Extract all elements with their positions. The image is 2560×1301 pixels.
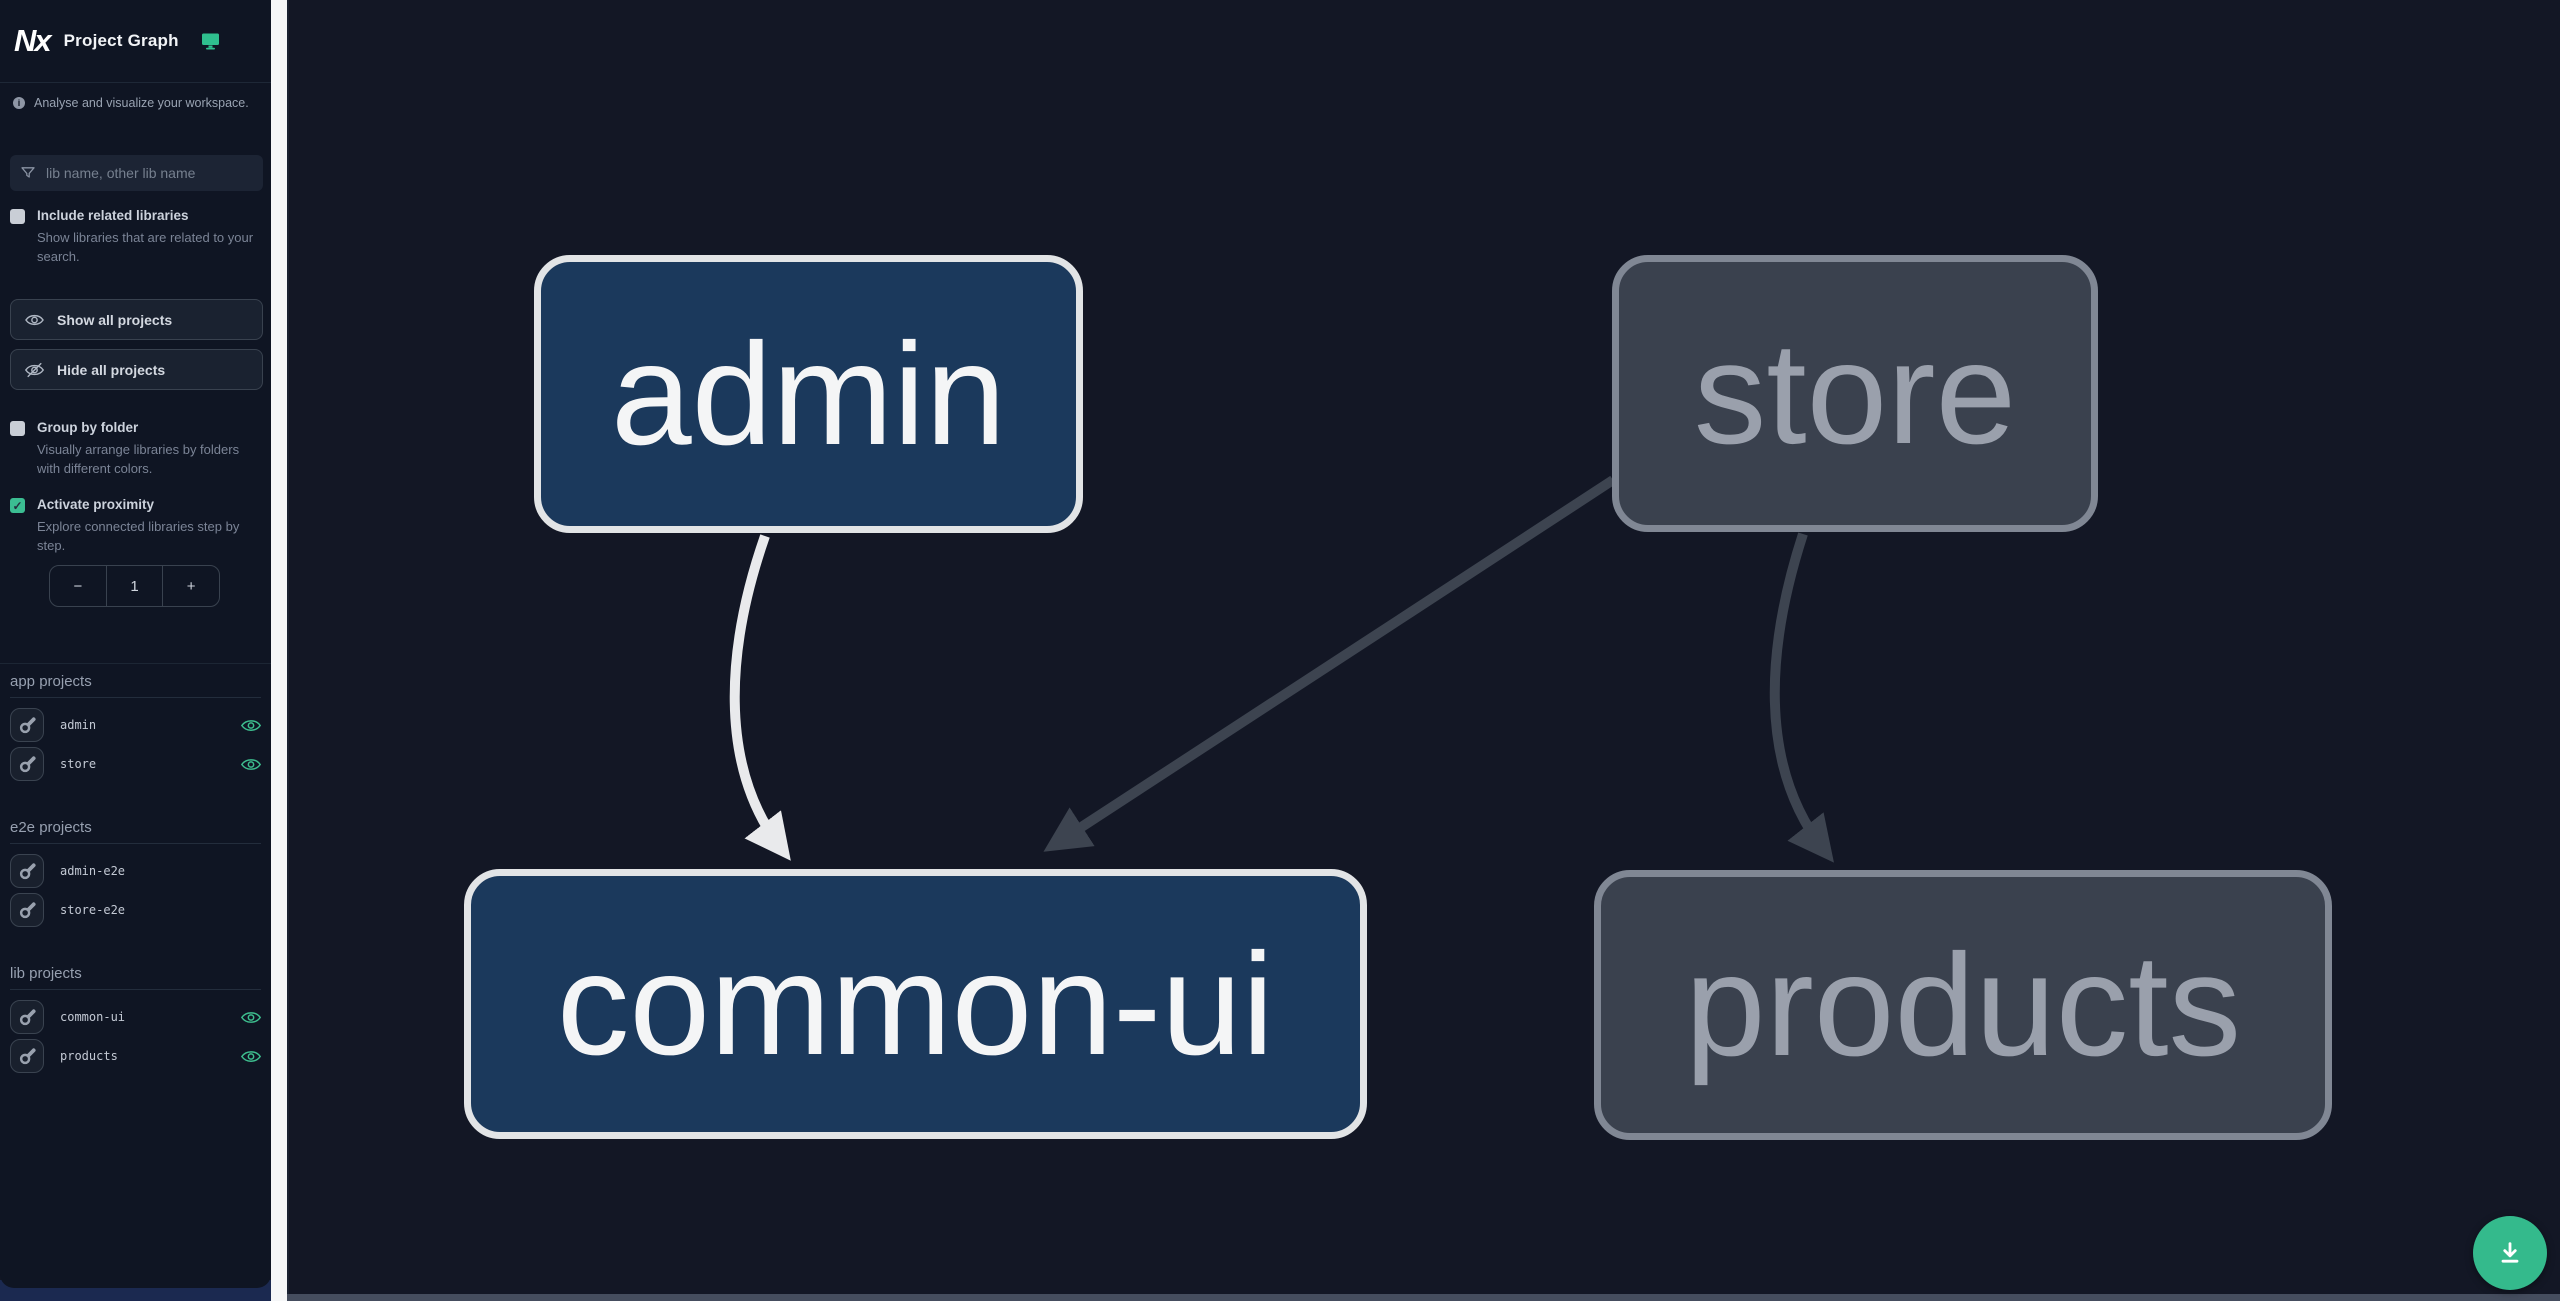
project-row-common-ui: common-ui	[10, 1000, 261, 1034]
visibility-eye-icon[interactable]	[241, 757, 261, 772]
group-by-folder-checkbox[interactable]	[10, 421, 25, 436]
graph-node-products[interactable]: products	[1594, 870, 2332, 1140]
proximity-decrement-button[interactable]: −	[73, 577, 83, 595]
section-title: app projects	[10, 673, 261, 698]
focus-project-button[interactable]	[10, 747, 44, 781]
section-app-projects: app projects admin	[10, 673, 261, 781]
activate-proximity-toggle: Activate proximity Explore connected lib…	[10, 496, 263, 555]
magnifier-icon	[19, 755, 36, 772]
group-by-folder-label: Group by folder	[37, 420, 139, 435]
magnifier-icon	[19, 1008, 36, 1025]
activate-proximity-label: Activate proximity	[37, 497, 155, 512]
show-all-projects-label: Show all projects	[57, 311, 173, 328]
project-name: products	[60, 1049, 118, 1063]
magnifier-icon	[19, 862, 36, 879]
project-name: admin	[60, 718, 97, 732]
project-row-store: store	[10, 747, 261, 781]
project-row-admin-e2e: admin-e2e	[10, 854, 261, 888]
include-related-toggle: Include related libraries Show libraries…	[10, 207, 263, 266]
show-all-projects-button[interactable]: Show all projects	[10, 299, 263, 340]
magnifier-icon	[19, 1047, 36, 1064]
graph-node-store[interactable]: store	[1612, 255, 2098, 532]
project-name: common-ui	[60, 1010, 126, 1024]
visibility-eye-icon[interactable]	[241, 1049, 261, 1064]
group-by-folder-toggle: Group by folder Visually arrange librari…	[10, 419, 263, 478]
search-input[interactable]	[46, 165, 253, 181]
magnifier-icon	[19, 901, 36, 918]
proximity-value: 1	[105, 566, 163, 606]
edge-store-to-products	[1769, 532, 1834, 863]
section-lib-projects: lib projects common-ui	[10, 965, 261, 1073]
nx-logo: Nx	[14, 23, 52, 58]
focus-project-button[interactable]	[10, 1000, 44, 1034]
section-e2e-projects: e2e projects admin-e2e store-e2	[10, 819, 261, 927]
magnifier-icon	[19, 716, 36, 733]
edge-admin-to-common-ui	[729, 534, 791, 861]
project-row-products: products	[10, 1039, 261, 1073]
hide-all-projects-label: Hide all projects	[57, 361, 166, 378]
project-row-store-e2e: store-e2e	[10, 893, 261, 927]
group-by-folder-description: Visually arrange libraries by folders wi…	[37, 442, 240, 476]
include-related-label: Include related libraries	[37, 208, 189, 223]
focus-project-button[interactable]	[10, 708, 44, 742]
filter-funnel-icon	[21, 167, 35, 178]
page-title: Project Graph	[63, 31, 179, 50]
sidebar-header: Nx Project Graph	[0, 0, 271, 83]
node-label: common-ui	[556, 922, 1275, 1085]
canvas-bottom-strip	[287, 1294, 2560, 1301]
project-row-admin: admin	[10, 708, 261, 742]
include-related-checkbox[interactable]	[10, 209, 25, 224]
graph-node-admin[interactable]: admin	[534, 255, 1083, 533]
download-icon	[2501, 1242, 2519, 1263]
visibility-eye-icon[interactable]	[241, 718, 261, 733]
dependency-edges	[729, 475, 1834, 863]
visibility-eye-icon[interactable]	[241, 1010, 261, 1025]
focus-project-button[interactable]	[10, 893, 44, 927]
project-list: app projects admin	[0, 663, 271, 1111]
proximity-stepper: − 1 +	[49, 565, 220, 607]
edge-store-to-common-ui	[1043, 475, 1616, 852]
hide-all-projects-button[interactable]: Hide all projects	[10, 349, 263, 390]
activate-proximity-description: Explore connected libraries step by step…	[37, 519, 240, 553]
eye-off-icon	[25, 362, 44, 377]
project-name: admin-e2e	[60, 864, 126, 878]
focus-project-button[interactable]	[10, 854, 44, 888]
sidebar-canvas-divider[interactable]	[271, 0, 287, 1301]
focus-project-button[interactable]	[10, 1039, 44, 1073]
section-title: e2e projects	[10, 819, 261, 844]
tagline-text: Analyse and visualize your workspace.	[34, 96, 249, 110]
info-icon: i	[13, 97, 25, 109]
monitor-icon[interactable]	[201, 33, 220, 50]
sidebar: Nx Project Graph i Analyse and visualize…	[0, 0, 271, 1288]
node-label: products	[1684, 923, 2242, 1086]
tagline-row: i Analyse and visualize your workspace.	[13, 96, 265, 110]
include-related-description: Show libraries that are related to your …	[37, 230, 254, 264]
project-name: store-e2e	[60, 903, 126, 917]
search-box	[10, 155, 263, 191]
activate-proximity-checkbox[interactable]	[10, 498, 25, 513]
node-label: admin	[611, 312, 1006, 475]
eye-icon	[25, 314, 44, 325]
graph-canvas[interactable]: admin store common-ui products	[287, 0, 2560, 1294]
node-label: store	[1693, 312, 2017, 474]
section-title: lib projects	[10, 965, 261, 990]
proximity-increment-button[interactable]: +	[162, 566, 219, 606]
download-graph-button[interactable]	[2473, 1216, 2547, 1290]
project-name: store	[60, 757, 97, 771]
graph-node-common-ui[interactable]: common-ui	[464, 869, 1367, 1139]
